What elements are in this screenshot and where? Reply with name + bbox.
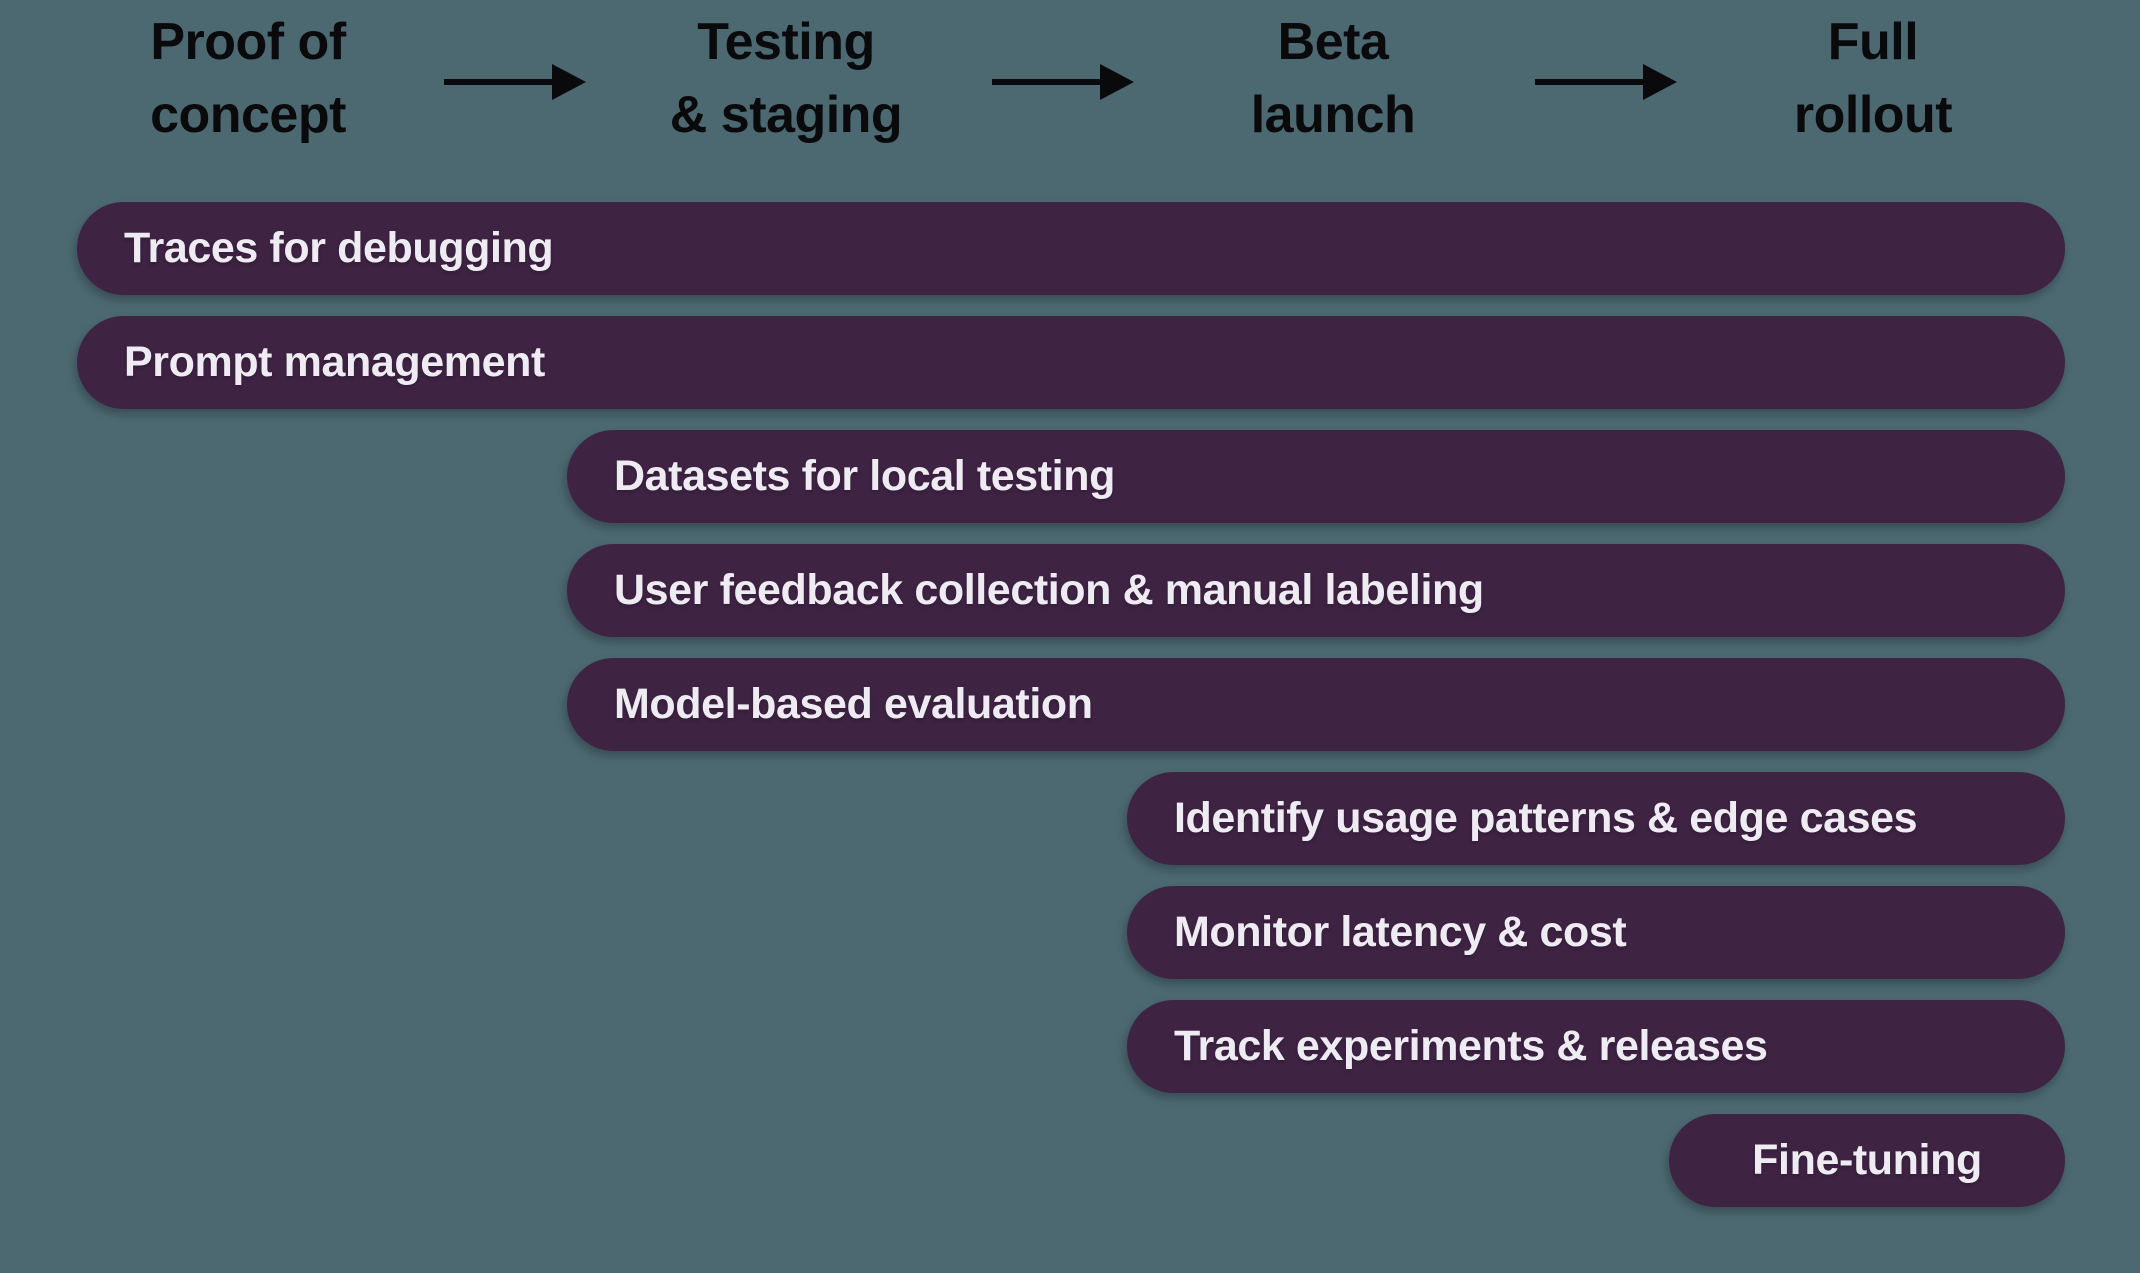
stage-heading-line: Testing xyxy=(697,13,875,71)
stage-heading-line: & staging xyxy=(669,86,903,144)
bar-label: Track experiments & releases xyxy=(1174,1022,1768,1070)
stage-heading-proof-of-concept: Proof of concept xyxy=(8,6,488,152)
arrow-right-icon xyxy=(992,64,1134,100)
bar-prompt-management: Prompt management xyxy=(77,316,2065,409)
bar-fine-tuning: Fine-tuning xyxy=(1669,1114,2065,1207)
stage-heading-beta-launch: Beta launch xyxy=(1093,6,1573,152)
stage-heading-line: concept xyxy=(150,86,346,144)
bar-model-based-evaluation: Model-based evaluation xyxy=(567,658,2065,751)
bar-datasets-for-local-testing: Datasets for local testing xyxy=(567,430,2065,523)
bar-user-feedback-collection: User feedback collection & manual labeli… xyxy=(567,544,2065,637)
arrow-right-icon xyxy=(1535,64,1677,100)
stage-heading-testing-staging: Testing & staging xyxy=(546,6,1026,152)
stage-heading-full-rollout: Full rollout xyxy=(1633,6,2113,152)
bar-label: User feedback collection & manual labeli… xyxy=(614,566,1484,614)
bar-label: Identify usage patterns & edge cases xyxy=(1174,794,1918,842)
bar-traces-for-debugging: Traces for debugging xyxy=(77,202,2065,295)
bar-label: Traces for debugging xyxy=(124,224,554,272)
stage-heading-line: Full xyxy=(1827,13,1919,71)
bar-label: Monitor latency & cost xyxy=(1174,908,1627,956)
stage-heading-line: launch xyxy=(1250,86,1416,144)
stage-heading-line: rollout xyxy=(1793,86,1953,144)
bar-identify-usage-patterns: Identify usage patterns & edge cases xyxy=(1127,772,2065,865)
bar-label: Datasets for local testing xyxy=(614,452,1115,500)
stage-heading-line: Proof of xyxy=(150,13,346,71)
stage-heading-line: Beta xyxy=(1277,13,1389,71)
bar-track-experiments-releases: Track experiments & releases xyxy=(1127,1000,2065,1093)
bar-label: Prompt management xyxy=(124,338,545,386)
bar-monitor-latency-cost: Monitor latency & cost xyxy=(1127,886,2065,979)
bar-label: Fine-tuning xyxy=(1752,1136,1982,1184)
arrow-right-icon xyxy=(444,64,586,100)
bar-label: Model-based evaluation xyxy=(614,680,1093,728)
